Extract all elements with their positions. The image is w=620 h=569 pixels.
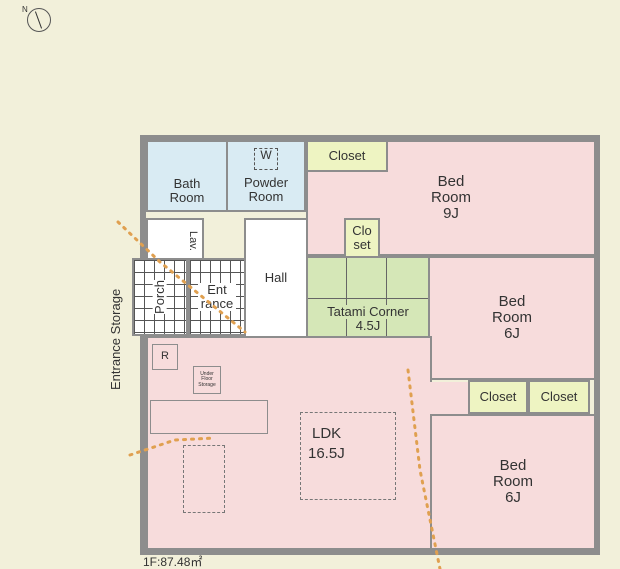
north-compass-icon: N: [22, 5, 51, 32]
bath-room: Bath Room: [146, 140, 228, 212]
washer-icon: W: [254, 148, 278, 171]
closet-a: Closet: [468, 380, 528, 414]
dining-table: [183, 445, 225, 513]
floor-area-label: 1F:87.48㎡: [143, 555, 203, 569]
closet-small: Clo set: [344, 218, 380, 258]
kitchen-counter: [150, 400, 268, 434]
closet-top: Closet: [306, 140, 388, 172]
sofa: [300, 412, 396, 500]
outer-wall: [140, 135, 600, 555]
under-floor-storage: Under Floor Storage: [193, 366, 221, 394]
powder-room: W Powder Room: [226, 140, 306, 212]
porch: Porch: [132, 258, 188, 336]
ldk-extension: [430, 382, 468, 416]
refrigerator: R: [152, 344, 178, 370]
entrance-storage-label: Entrance Storage: [108, 288, 123, 390]
entrance: Ent rance: [188, 258, 246, 336]
closet-b: Closet: [528, 380, 590, 414]
hall: Hall: [244, 218, 308, 338]
